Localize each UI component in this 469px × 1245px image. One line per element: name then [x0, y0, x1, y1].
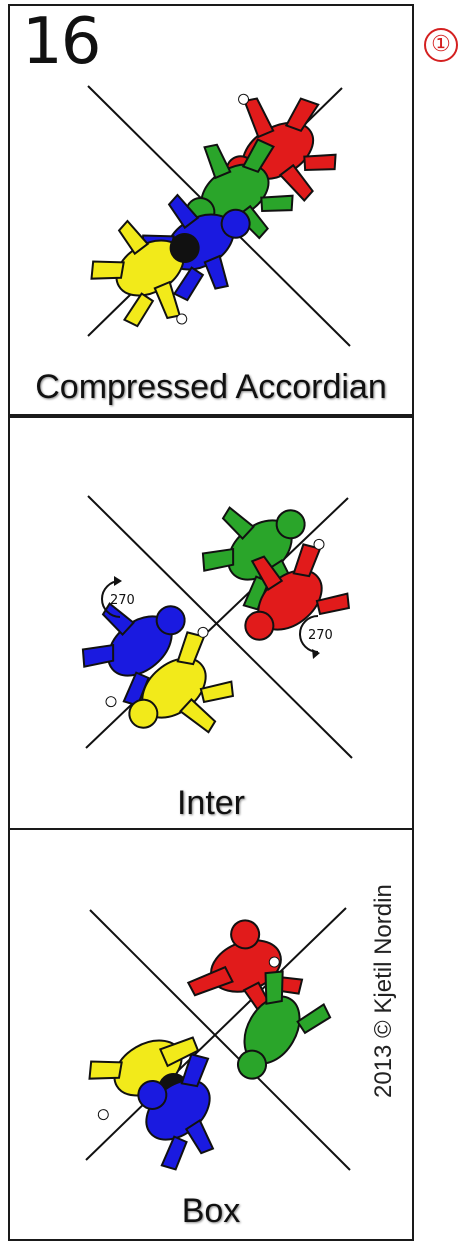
formation-compressed-accordian [87, 85, 351, 347]
panel-inter: 270 270 Inter [8, 416, 414, 830]
jumper-blue [140, 193, 251, 302]
formation-box [85, 907, 351, 1171]
caption-compressed-accordian: Compressed Accordian [35, 368, 387, 406]
rotate-arrow-left-icon: 270 [101, 576, 135, 618]
jumper-red [244, 538, 351, 641]
formation-inter: 270 270 [81, 495, 353, 759]
copyright-text: 2013 © Kjetil Nordin [370, 884, 397, 1098]
rotation-label-right: 270 [308, 628, 333, 643]
caption-inter: Inter [176, 784, 246, 822]
rotation-label-left: 270 [110, 593, 135, 608]
rotate-arrow-right-icon: 270 [299, 615, 333, 659]
axis-line-b [85, 907, 347, 1161]
panel-box: Box [8, 828, 414, 1241]
caption-box: Box [181, 1192, 241, 1230]
jumper-blue [81, 602, 186, 708]
jumper-green [237, 956, 332, 1080]
circled-one-marker: ① [424, 28, 458, 62]
jumper-blue [137, 1053, 215, 1171]
jumper-yellow [128, 626, 235, 734]
panel-compressed-accordian: 16 Compressed Accordian [8, 4, 414, 416]
axis-line-b [85, 497, 349, 749]
axis-line-a [89, 909, 351, 1171]
card-number: 16 [22, 5, 101, 79]
jumper-yellow [90, 219, 200, 328]
axis-line-a [87, 495, 353, 759]
